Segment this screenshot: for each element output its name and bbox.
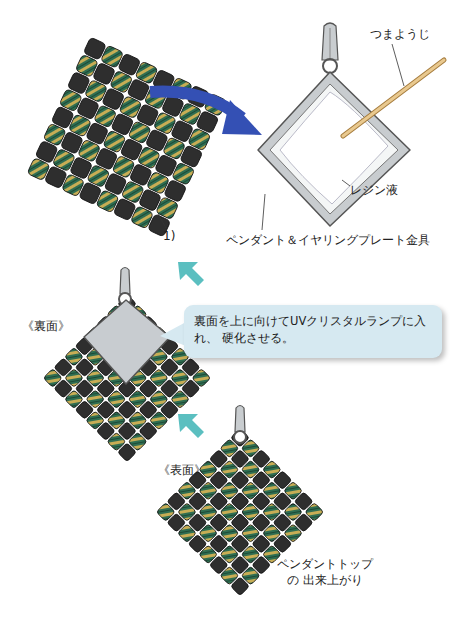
- toothpick: [343, 60, 444, 136]
- toothpick: [343, 60, 444, 136]
- arrow: [178, 414, 204, 438]
- bead: [231, 577, 250, 596]
- bead: [118, 443, 137, 462]
- arrow: [178, 262, 204, 286]
- leader-line: [262, 194, 265, 230]
- callout-text: 裏面を上に向けてUVクリスタルランプに入れ、 硬化させる。: [194, 313, 432, 348]
- label: つまようじ: [370, 26, 430, 42]
- label: レジン液: [350, 182, 398, 198]
- bail: [234, 406, 246, 444]
- leader-line: [392, 44, 404, 86]
- label: 《表面》: [158, 462, 206, 478]
- label: ペンダントトップの 出来上がり: [275, 556, 375, 588]
- bail: [322, 23, 338, 73]
- plate: [258, 72, 410, 226]
- leader-line: [342, 180, 350, 186]
- label: 1): [163, 228, 175, 244]
- label: 《裏面》: [22, 318, 70, 334]
- callout-pointer: [160, 322, 186, 346]
- leader-line: [158, 214, 166, 228]
- bail: [119, 268, 131, 306]
- plate-inner: [270, 84, 398, 214]
- callout-box: 裏面を上に向けてUVクリスタルランプに入れ、 硬化させる。: [184, 305, 442, 358]
- label: ペンダント＆イヤリングプレート金具: [226, 232, 430, 248]
- bead-grid: [27, 37, 227, 237]
- arrow-head: [222, 100, 262, 135]
- plate: [84, 300, 170, 384]
